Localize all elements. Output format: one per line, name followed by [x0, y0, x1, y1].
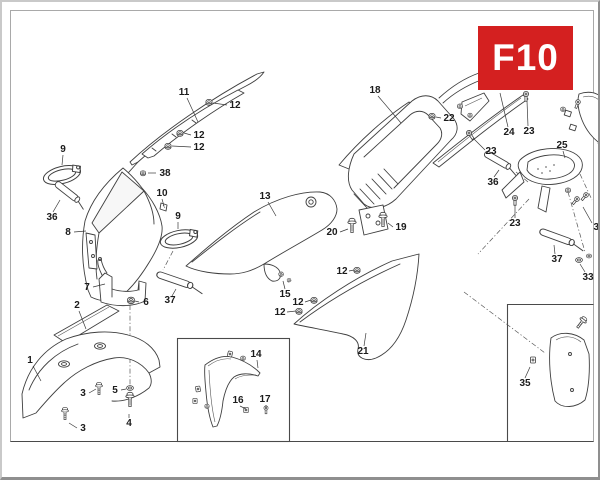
callout-33: 33 — [582, 272, 594, 283]
callout-37-a: 37 — [164, 295, 176, 306]
callout-17: 17 — [259, 394, 271, 405]
part-plate-2 — [53, 304, 120, 344]
part-rear-rack — [501, 148, 583, 213]
part-tail-cover — [438, 72, 490, 122]
callout-4: 4 — [126, 418, 132, 429]
callout-12-e: 12 — [292, 297, 304, 308]
callout-12-f: 12 — [274, 307, 286, 318]
callout-19: 19 — [395, 222, 407, 233]
callout-12-a: 12 — [229, 100, 241, 111]
part-bracket-7 — [97, 257, 147, 307]
fender-hardware — [61, 382, 135, 420]
page-code-badge: F10 — [478, 26, 573, 90]
callout-5: 5 — [112, 385, 118, 396]
callout-7: 7 — [84, 282, 90, 293]
part-tube-37-right — [538, 227, 587, 252]
callout-12-b: 12 — [193, 130, 205, 141]
part-bracket-clip-10 — [159, 202, 168, 212]
callout-3-b: 3 — [80, 423, 86, 434]
inset-box-radiator-shroud — [176, 337, 291, 443]
callout-14: 14 — [250, 349, 262, 360]
part-seat — [185, 191, 338, 282]
page-frame — [10, 10, 594, 443]
callout-25: 25 — [556, 140, 568, 151]
part-headlight-mask — [82, 167, 163, 302]
callout-26-partial: 26 — [597, 136, 600, 147]
callout-15: 15 — [279, 289, 291, 300]
part-tube-37-left — [155, 270, 206, 295]
callout-35: 35 — [519, 378, 531, 389]
callout-22: 22 — [443, 113, 455, 124]
callout-12-d: 12 — [336, 266, 348, 277]
callout-23-b: 23 — [485, 146, 497, 157]
callout-12-c: 12 — [193, 142, 205, 153]
washers-33 — [575, 253, 593, 263]
callout-6: 6 — [143, 297, 149, 308]
callout-11: 11 — [179, 87, 190, 98]
callout-34-partial: 34 — [593, 222, 600, 233]
callout-38: 38 — [159, 168, 171, 179]
callout-24: 24 — [503, 127, 515, 138]
part-tube-left — [53, 180, 89, 210]
callout-3-a: 3 — [80, 388, 86, 399]
part-clamp-right — [158, 226, 201, 252]
callout-36-b: 36 — [487, 177, 499, 188]
callout-9-b: 9 — [175, 211, 181, 222]
callout-37-b: 37 — [551, 254, 563, 265]
part-side-cover-35 — [530, 314, 590, 407]
page-code-text: F10 — [492, 37, 559, 78]
callout-36-a: 36 — [46, 212, 58, 223]
callout-labels: 11 12 12 12 38 9 36 8 10 9 7 6 2 1 3 5 4… — [27, 85, 600, 434]
part-side-panel-21 — [293, 253, 420, 360]
leader-lines — [32, 92, 593, 429]
callout-8: 8 — [65, 227, 71, 238]
callout-9-a: 9 — [60, 144, 66, 155]
callout-1: 1 — [27, 355, 33, 366]
part-side-trim-24 — [432, 94, 529, 168]
callout-20: 20 — [326, 227, 338, 238]
callout-18: 18 — [369, 85, 381, 96]
inset-box-side-cover — [506, 303, 594, 442]
part-nut-6 — [127, 296, 135, 305]
callout-23-c: 23 — [509, 218, 521, 229]
callout-16: 16 — [232, 395, 244, 406]
part-radiator-shroud — [192, 350, 269, 428]
callout-13: 13 — [259, 191, 271, 202]
callout-10: 10 — [156, 188, 168, 199]
part-front-fender — [21, 331, 161, 419]
part-right-edge-trim — [560, 91, 598, 143]
callout-23-a: 23 — [523, 126, 535, 137]
callout-2: 2 — [74, 300, 80, 311]
callout-21: 21 — [357, 346, 369, 357]
part-windscreen-trim — [119, 71, 265, 183]
